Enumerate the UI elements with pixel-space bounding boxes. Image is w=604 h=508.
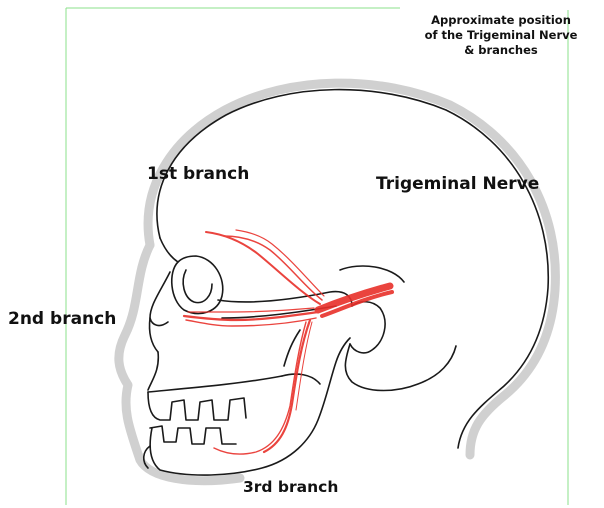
diagram-title: Approximate position of the Trigeminal N…	[396, 13, 604, 58]
title-line-1: Approximate position	[396, 13, 604, 28]
title-line-3: & branches	[396, 43, 604, 58]
title-line-2: of the Trigeminal Nerve	[396, 28, 604, 43]
label-second-branch: 2nd branch	[8, 309, 116, 329]
label-first-branch: 1st branch	[147, 164, 249, 184]
label-third-branch: 3rd branch	[243, 478, 338, 496]
skull-halo	[119, 83, 556, 481]
label-trigeminal-nerve: Trigeminal Nerve	[376, 174, 539, 194]
